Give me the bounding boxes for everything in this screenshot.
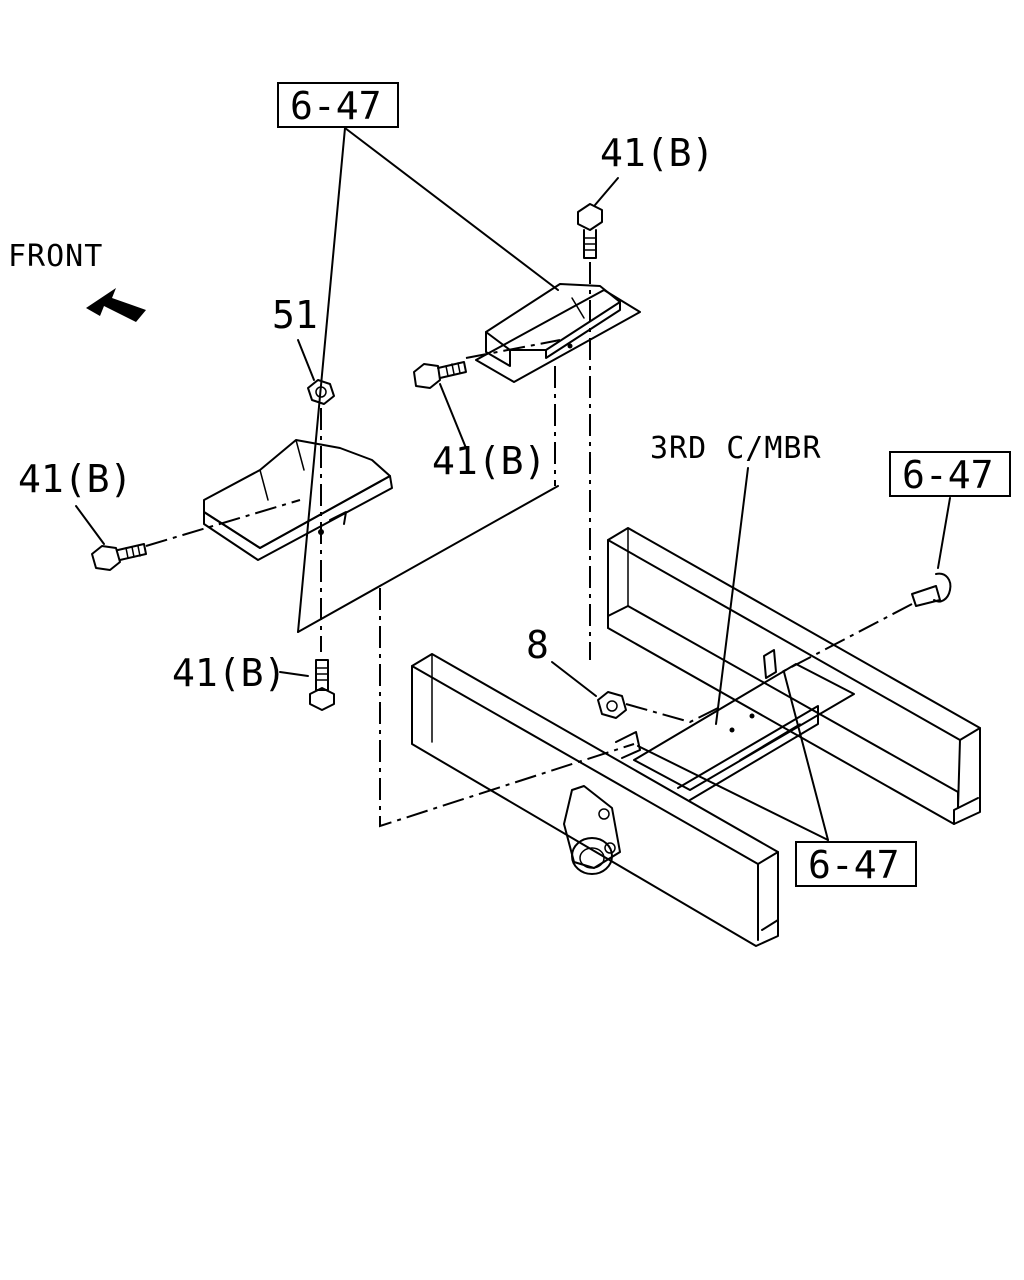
ref-box-right-text: 6-47: [902, 453, 994, 497]
cross-member: [633, 649, 855, 801]
front-label: FRONT: [8, 239, 103, 274]
nut-51: [307, 379, 335, 405]
leader-ref-top-left: [297, 127, 346, 633]
bolt-41b-bottom: [309, 659, 335, 711]
label-41b-mid: 41(B): [432, 439, 546, 483]
frame-rail-rear: [607, 527, 981, 825]
ref-box-bottom-text: 6-47: [808, 843, 900, 887]
centerline-bolt-right: [781, 603, 913, 673]
bracket-upper-right: [475, 283, 641, 383]
spring-hanger-bracket: [563, 785, 621, 875]
centerline-side-bolt-mid: [465, 339, 561, 359]
leader-8: [551, 661, 597, 697]
frame-rail-front: [411, 653, 779, 947]
leader-41b-top: [594, 177, 619, 206]
label-51: 51: [272, 293, 318, 337]
leader-ref-right: [937, 497, 951, 569]
leader-ref-bottom-a: [783, 671, 829, 841]
bolt-41b-top: [577, 203, 603, 259]
bolt-right: [911, 572, 952, 607]
leader-41b-bottom: [279, 671, 309, 677]
front-arrow-icon: [86, 288, 146, 322]
leader-crossmember: [715, 467, 749, 725]
label-41b-top: 41(B): [600, 131, 714, 175]
label-crossmember: 3RD C/MBR: [650, 431, 822, 466]
label-8: 8: [526, 623, 549, 667]
centerline-nut-8: [625, 703, 719, 724]
leader-ref-top-right: [344, 127, 559, 291]
ref-box-right: 6-47: [889, 451, 1011, 497]
label-41b-left: 41(B): [18, 457, 132, 501]
leader-51: [297, 339, 315, 381]
ref-box-top: 6-47: [277, 82, 399, 128]
bolt-41b-mid: [413, 361, 467, 389]
centerline-side-bolt-left: [145, 499, 301, 547]
label-41b-bottom: 41(B): [172, 651, 286, 695]
centerline-bracket-to-rail: [379, 588, 635, 828]
nut-8: [597, 691, 627, 719]
leader-41b-left: [75, 505, 105, 545]
ref-box-bottom: 6-47: [795, 841, 917, 887]
leader-41b-mid: [439, 383, 467, 449]
leader-ref-bottom-b: [637, 745, 829, 841]
leader-line: [297, 485, 559, 633]
bolt-41b-left: [91, 543, 147, 571]
ref-box-top-text: 6-47: [290, 84, 382, 128]
